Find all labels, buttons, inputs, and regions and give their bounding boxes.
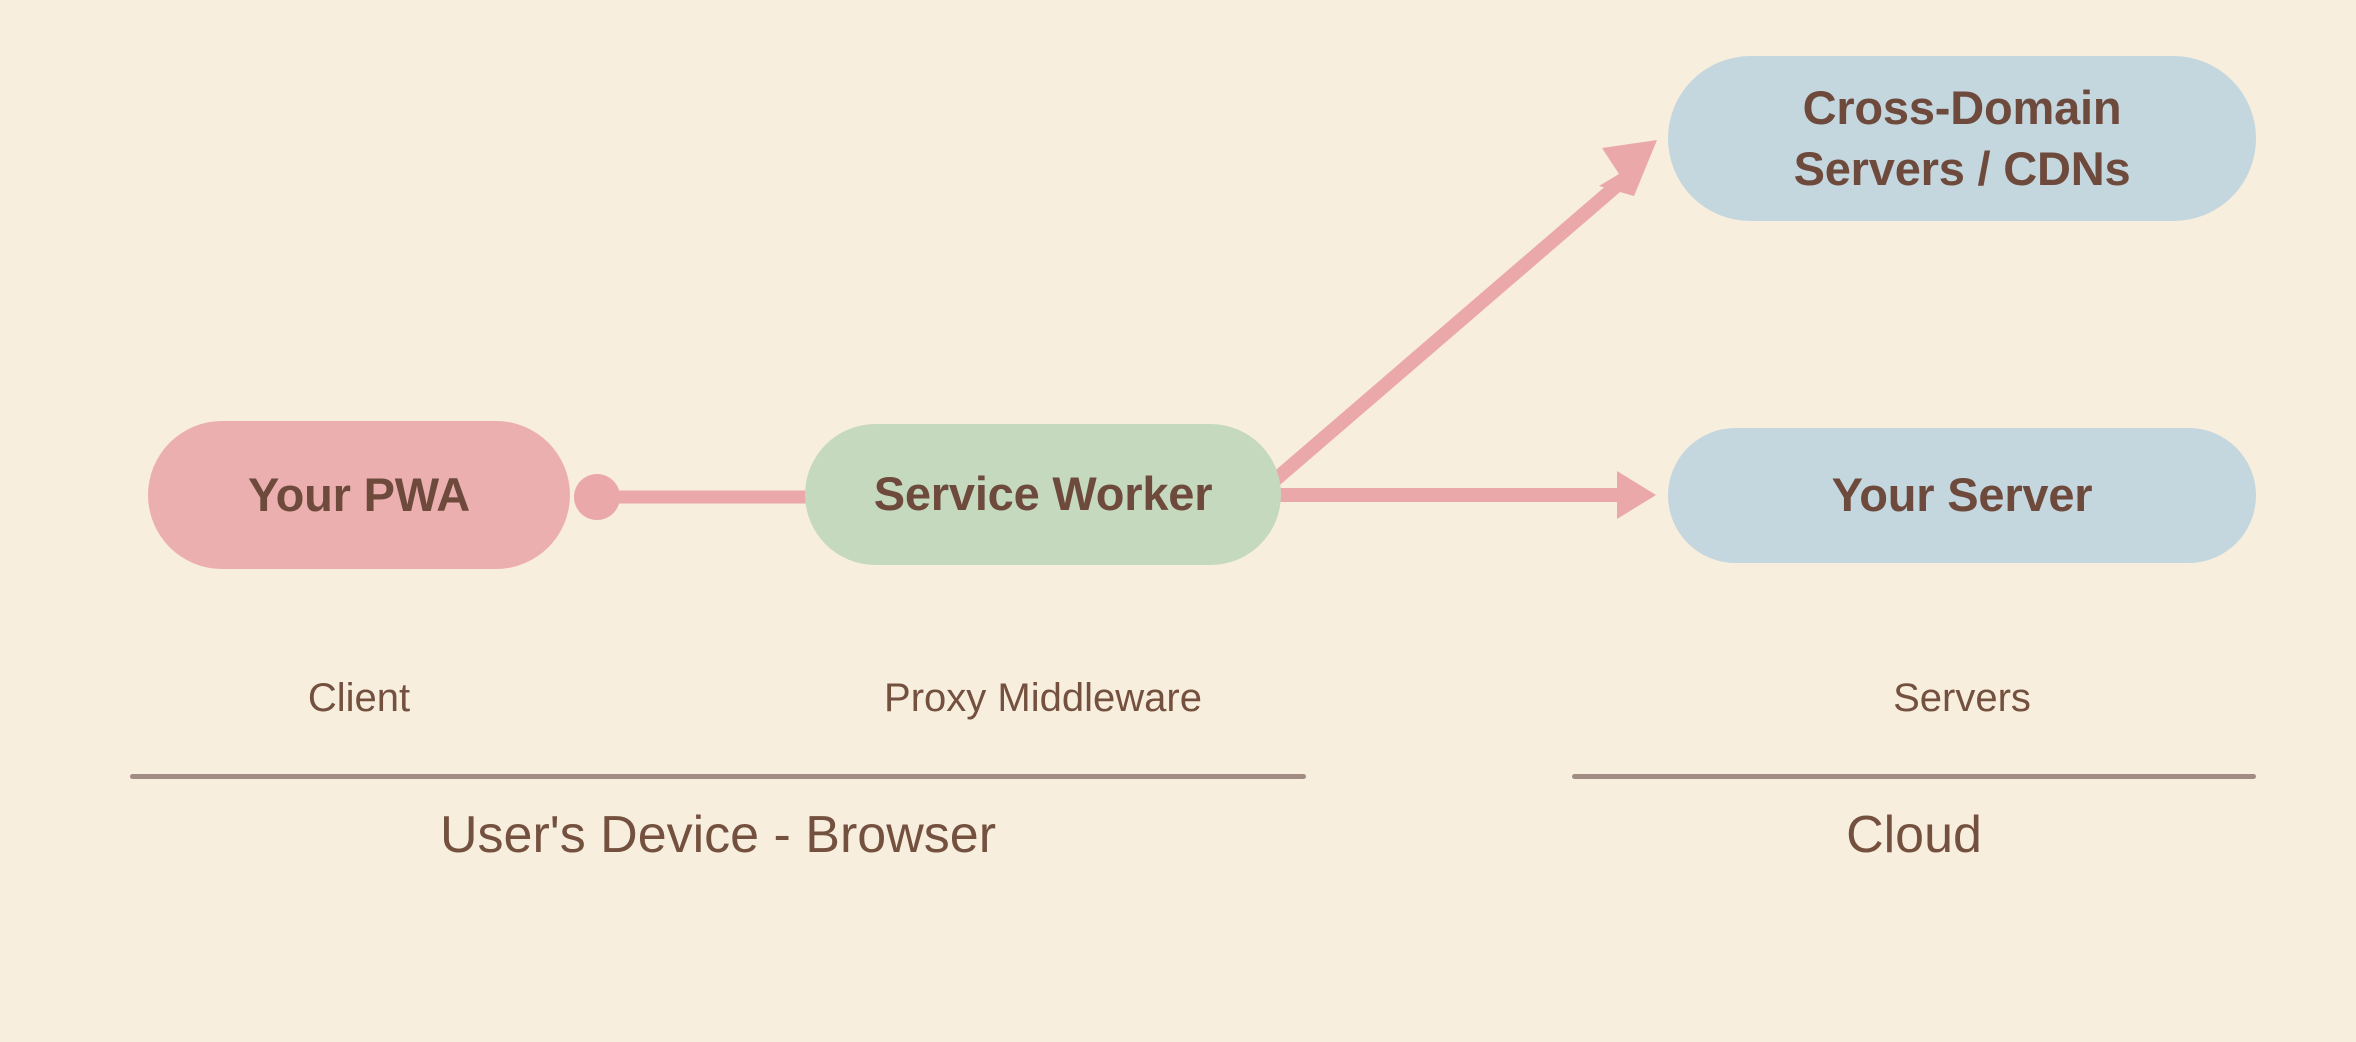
zone-label-client: Client <box>307 676 411 720</box>
divider-left <box>130 774 1306 779</box>
node-your-pwa[interactable]: Your PWA <box>148 421 570 569</box>
edge-line-service-worker-cross-domain <box>1263 176 1626 492</box>
zone-label-proxy-middleware: Proxy Middleware <box>884 676 1202 720</box>
edge-service-worker-to-your-server <box>1268 471 1656 519</box>
node-cross-domain-servers[interactable]: Cross-Domain Servers / CDNs <box>1668 56 2256 221</box>
node-your-server-label: Your Server <box>1831 468 2093 522</box>
group-label-cloud: Cloud <box>1846 806 1982 864</box>
node-cross-domain-servers-label: Cross-Domain Servers / CDNs <box>1794 78 2131 198</box>
edge-pwa-to-service-worker <box>574 474 812 520</box>
zone-label-servers: Servers <box>1893 676 2031 720</box>
group-label-users-device-browser: User's Device - Browser <box>439 806 997 864</box>
node-your-server[interactable]: Your Server <box>1668 428 2256 563</box>
node-service-worker[interactable]: Service Worker <box>805 424 1281 565</box>
arrowhead-icon-cross-domain <box>1599 140 1657 196</box>
connector-dot-icon <box>574 474 620 520</box>
node-cross-domain-servers-label-line1: Cross-Domain <box>1802 81 2122 135</box>
edge-service-worker-to-cross-domain <box>1263 140 1657 492</box>
arrowhead-icon-your-server <box>1617 471 1656 519</box>
divider-right <box>1572 774 2256 779</box>
node-cross-domain-servers-label-line2: Servers / CDNs <box>1793 141 2131 195</box>
node-service-worker-label: Service Worker <box>873 467 1213 521</box>
node-your-pwa-label: Your PWA <box>247 467 471 521</box>
